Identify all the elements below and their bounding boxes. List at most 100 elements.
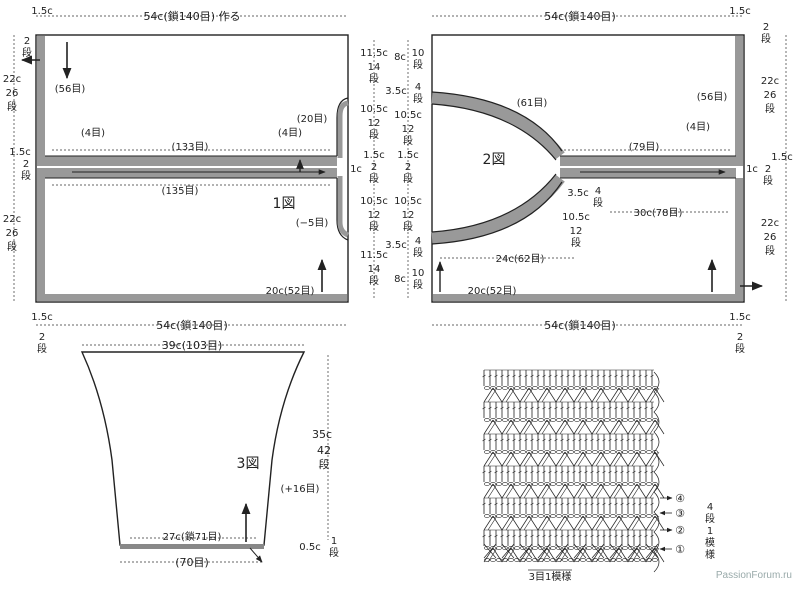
stitch-mark [618,451,629,467]
stitch-mark [536,438,540,442]
stitch-mark [613,419,624,435]
stitch-mark [483,515,494,531]
stitch-mark [530,470,534,474]
mid-b1u: 段 [413,58,423,71]
chain-stitch [604,558,610,562]
stitch-mark [554,406,558,410]
chain-stitch [598,482,604,486]
stitch-mark [650,470,654,474]
fig3-edge: 0.5c [299,542,320,553]
stitch-mark [537,451,548,467]
fig3-title: 3図 [237,456,260,472]
stitch-mark [519,547,530,563]
stitch-mark [518,534,522,538]
chain-stitch [586,450,592,454]
fig1-dec: (−5目) [296,218,329,229]
chain-stitch [544,514,550,518]
chain-stitch [646,386,652,390]
stitch-mark [482,470,486,474]
fig1-h-top-rows: 26 [6,88,19,99]
fig2-outline [431,34,745,303]
chain-stitch [514,514,520,518]
chain-stitch [580,386,586,390]
mid-a5: 11.5c [360,250,388,261]
stitch-mark [614,502,618,506]
stitch-mark [654,547,665,563]
stitch-mark [645,387,656,403]
stitch-mark [590,534,594,538]
chain-stitch [646,450,652,454]
chain-stitch [592,386,598,390]
stitch-mark [530,374,534,378]
fig1-left-band-top [37,36,45,166]
chain-stitch [526,558,532,562]
chain-stitch [550,558,556,562]
fig3-sleeve-outline [80,351,306,546]
stitch-mark [506,406,510,410]
stitch-mark [584,502,588,506]
stitch-mark [578,374,582,378]
fig1-bl-unit: 段 [37,342,47,355]
stitch-mark [488,502,492,506]
stitch-mark [506,534,510,538]
chain-stitch [550,418,556,422]
chain-stitch [520,450,526,454]
chain-stitch [496,558,502,562]
fig3-bottom: 27c(鎖71目) [163,530,222,543]
stitch-mark [560,470,564,474]
stitch-mark [501,419,512,435]
stitch-mark [564,483,575,499]
stitch-mark [602,406,606,410]
stitch-mark [608,438,612,442]
stitch-mark [596,534,600,538]
mid-a5u: 段 [369,274,379,287]
chain-stitch [598,546,604,550]
stitch-mark [487,515,498,531]
stitch-mark [541,515,552,531]
stitch-mark [602,438,606,442]
chain-stitch [598,418,604,422]
stitch-mark [500,502,504,506]
fig2-neck-curve-bottom [431,174,565,244]
stitch-mark [501,547,512,563]
fig1-bottom-width: 54c(鎖140目) [156,318,228,332]
chain-stitch [514,558,520,562]
stitch-mark [483,543,497,559]
stitch-mark [618,387,629,403]
stitch-mark [590,438,594,442]
figure-3: 39c(103目) 3図 27c(鎖71目) (70目) 35c 42 段 (+… [80,339,339,569]
chain-stitch [628,558,634,562]
mid-a3u: 段 [369,172,379,185]
chain-stitch [544,386,550,390]
chain-stitch [622,482,628,486]
stitch-mark [541,419,552,435]
fig2-h-top: 22c [761,76,779,87]
chain-stitch [484,418,490,422]
chain-stitch [490,558,496,562]
chain-stitch [610,386,616,390]
chain-stitch [484,450,490,454]
stitch-mark [555,419,566,435]
stitch-mark [649,419,660,435]
stitch-mark [573,483,584,499]
repeat-rows-unit: 段 [705,512,715,525]
stitch-mark [650,502,654,506]
chain-stitch [568,418,574,422]
chain-stitch [646,558,652,562]
stitch-mark [500,470,504,474]
stitch-mark [620,438,624,442]
stitch-mark [638,374,642,378]
stitch-mark [614,438,618,442]
chain-stitch [538,558,544,562]
stitch-mark [654,387,665,403]
figure-2: 54c(鎖140目) 1.5c (79目) (61目) (56目) (4目) 2… [431,6,793,355]
mid-b6r: 4 [415,236,421,247]
stitch-mark [582,387,593,403]
fig1-bottom-band [37,294,347,301]
figure-1: 54c(鎖140目) 作る 1.5c (133目) (135目) (56目) (… [3,6,362,355]
chain-stitch [550,514,556,518]
stitch-mark [654,451,665,467]
stitch-mark [578,534,582,538]
stitch-mark [510,419,521,435]
stitch-mark [542,374,546,378]
